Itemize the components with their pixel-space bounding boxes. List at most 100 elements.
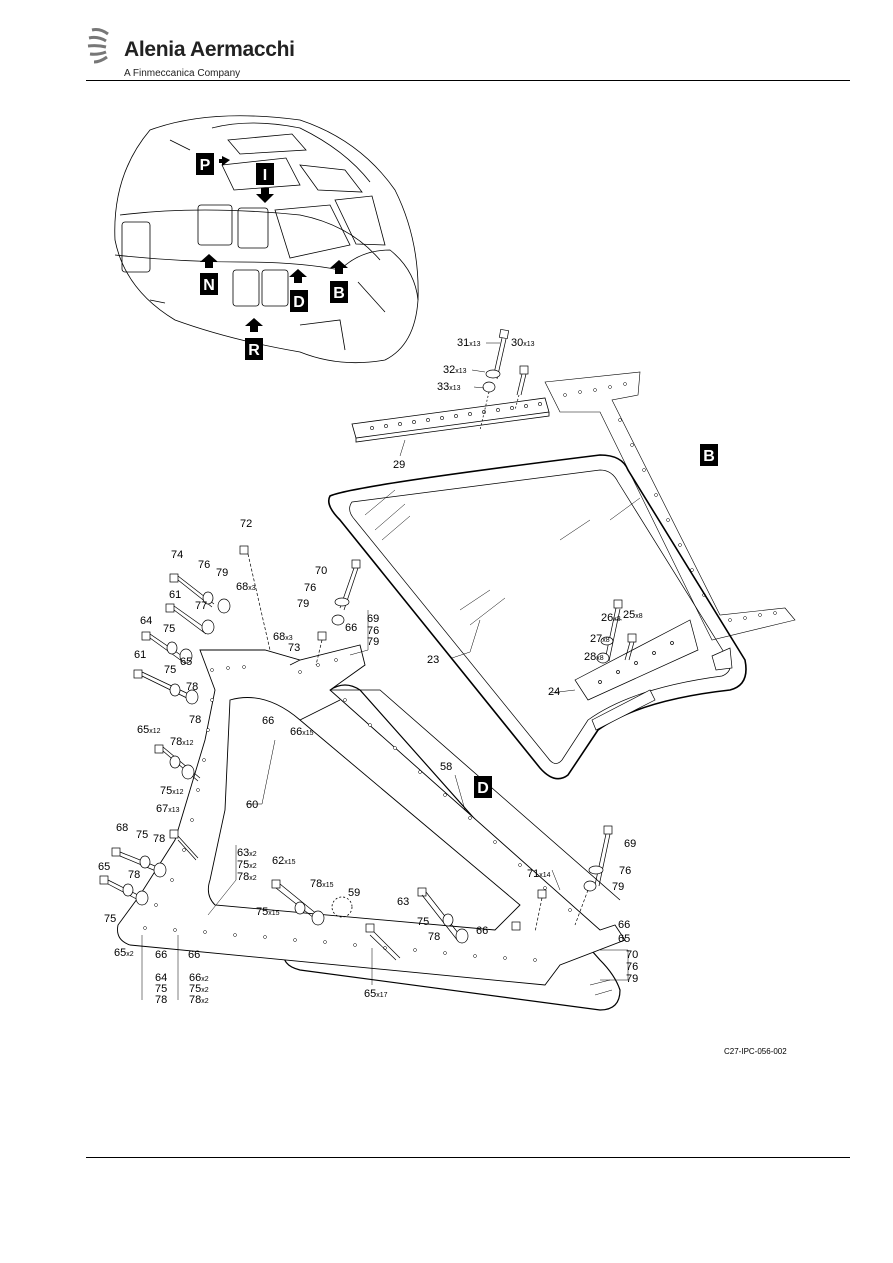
callout-c78j: 78x2 (189, 994, 209, 1006)
helicopter-nose-view (114, 115, 419, 364)
callout-number: 65 (364, 988, 376, 1000)
strip-29-holes (370, 402, 542, 430)
callout-c66a: 66 (345, 622, 357, 634)
callout-quantity: x3 (285, 635, 293, 642)
callout-c27: 27x8 (590, 633, 610, 645)
callout-c78b: 78 (189, 714, 201, 726)
callout-number: 32 (443, 364, 455, 376)
callout-number: 76 (626, 961, 638, 973)
callout-number: 30 (511, 337, 523, 349)
callout-c66b: 66 (262, 715, 274, 727)
callout-c75g: 75x15 (256, 906, 280, 918)
svg-text:B: B (333, 285, 345, 302)
callout-c31: 31x13 (457, 337, 481, 349)
callout-number: 66 (262, 715, 274, 727)
callout-number: 66 (290, 726, 302, 738)
callout-number: 59 (348, 887, 360, 899)
callout-c75j: 75x2 (189, 983, 209, 995)
callout-quantity: x8 (602, 637, 610, 644)
company-logo-icon (87, 28, 109, 64)
callout-c29: 29 (393, 459, 405, 471)
callout-c76e: 76 (626, 961, 638, 973)
callout-c75a: 75 (163, 623, 175, 635)
windshield-23 (327, 454, 747, 780)
callout-number: 75 (189, 983, 201, 995)
callout-c66c: 66x15 (290, 726, 314, 738)
callout-number: 75 (163, 623, 175, 635)
callout-number: 77 (195, 600, 207, 612)
callout-quantity: x3 (248, 585, 256, 592)
callout-c75i: 75 (155, 983, 167, 995)
callout-c68b: 68x3 (273, 631, 293, 643)
callout-quantity: x2 (201, 987, 209, 994)
callout-c61a: 61 (169, 589, 181, 601)
callout-number: 25 (623, 609, 635, 621)
callout-number: 71 (527, 868, 539, 880)
callout-quantity: x2 (126, 951, 134, 958)
callout-c70a: 70 (315, 565, 327, 577)
callout-c71: 71x14 (527, 868, 551, 880)
callout-c33: 33x13 (437, 381, 461, 393)
callout-quantity: x8 (613, 616, 621, 623)
callout-c26: 26x8 (601, 612, 621, 624)
callout-number: 29 (393, 459, 405, 471)
callout-c79c: 79 (367, 636, 379, 648)
callout-number: 78 (128, 869, 140, 881)
callout-c66h: 66x2 (189, 972, 209, 984)
callout-c60: 60 (246, 799, 258, 811)
callout-c66d: 66 (476, 925, 488, 937)
callout-c66f: 66 (155, 949, 167, 961)
callout-quantity: x17 (376, 992, 387, 999)
callout-number: 68 (236, 581, 248, 593)
figure-reference: C27-IPC-056-002 (724, 1047, 787, 1056)
callout-c76a: 76 (198, 559, 210, 571)
frame-58 (299, 689, 621, 918)
callout-number: 66 (618, 919, 630, 931)
callout-number: 64 (155, 972, 167, 984)
callout-number: 78 (189, 994, 201, 1006)
callout-c63b: 63 (397, 896, 409, 908)
callout-c79b: 79 (297, 598, 309, 610)
callout-c78h: 78 (428, 931, 440, 943)
callout-number: 61 (169, 589, 181, 601)
callout-c65d: 65 (618, 933, 630, 945)
callout-c66g: 66 (188, 949, 200, 961)
callout-quantity: x2 (201, 976, 209, 983)
callout-number: 65 (180, 656, 192, 668)
detail-label-d: D (474, 776, 492, 798)
callout-number: 75 (136, 829, 148, 841)
callout-c78e: 78 (128, 869, 140, 881)
callout-number: 72 (240, 518, 252, 530)
fasteners-upper-mid (289, 559, 361, 666)
callout-number: 69 (367, 613, 379, 625)
callout-number: 65 (618, 933, 630, 945)
callout-number: 78 (170, 736, 182, 748)
callout-c75b: 75 (164, 664, 176, 676)
company-tagline: A Finmeccanica Company (124, 68, 241, 79)
callout-quantity: x15 (302, 730, 313, 737)
callout-c78c: 78x12 (170, 736, 194, 748)
callout-quantity: x12 (149, 728, 160, 735)
strip-29 (351, 397, 550, 443)
callout-quantity: x8 (635, 613, 643, 620)
callout-c65c: 65 (98, 861, 110, 873)
fastener-stack-29 (479, 328, 529, 431)
callout-number: 68 (116, 822, 128, 834)
callout-c78a: 78 (186, 681, 198, 693)
callout-number: 61 (134, 649, 146, 661)
callout-c78d: 78 (153, 833, 165, 845)
callout-c75c: 75x12 (160, 785, 184, 797)
callout-c30: 30x13 (511, 337, 535, 349)
callout-c72: 72 (240, 518, 252, 530)
callout-number: 66 (188, 949, 200, 961)
callout-c25: 25x8 (623, 609, 643, 621)
callout-number: 66 (155, 949, 167, 961)
callout-number: 28 (584, 651, 596, 663)
callout-quantity: x2 (201, 998, 209, 1005)
callout-number: 66 (189, 972, 201, 984)
callout-number: 63 (397, 896, 409, 908)
callout-number: 78 (186, 681, 198, 693)
callout-number: 79 (367, 636, 379, 648)
